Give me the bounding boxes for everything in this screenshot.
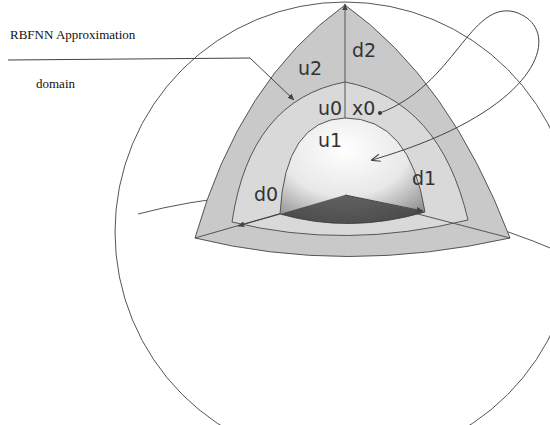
radial-line bbox=[345, 4, 346, 118]
region-label: u1 bbox=[318, 130, 342, 152]
point-label: x0 bbox=[352, 98, 375, 120]
sphere-outline bbox=[115, 2, 550, 425]
region-label: u2 bbox=[298, 58, 322, 80]
region-label: u0 bbox=[318, 98, 342, 120]
middle-sector bbox=[232, 82, 468, 236]
distance-label: d1 bbox=[412, 168, 436, 190]
leader-line bbox=[8, 58, 294, 100]
callout-text: domain bbox=[36, 77, 75, 92]
distance-label: d0 bbox=[254, 184, 278, 206]
mapping-loop bbox=[372, 11, 539, 160]
d0-arrow bbox=[238, 214, 280, 226]
d1-arrow bbox=[345, 195, 423, 211]
distance-label: d2 bbox=[352, 40, 376, 62]
callout-title: RBFNN Approximation bbox=[10, 28, 135, 43]
dome-base bbox=[280, 195, 425, 224]
inner-dome bbox=[280, 118, 425, 224]
